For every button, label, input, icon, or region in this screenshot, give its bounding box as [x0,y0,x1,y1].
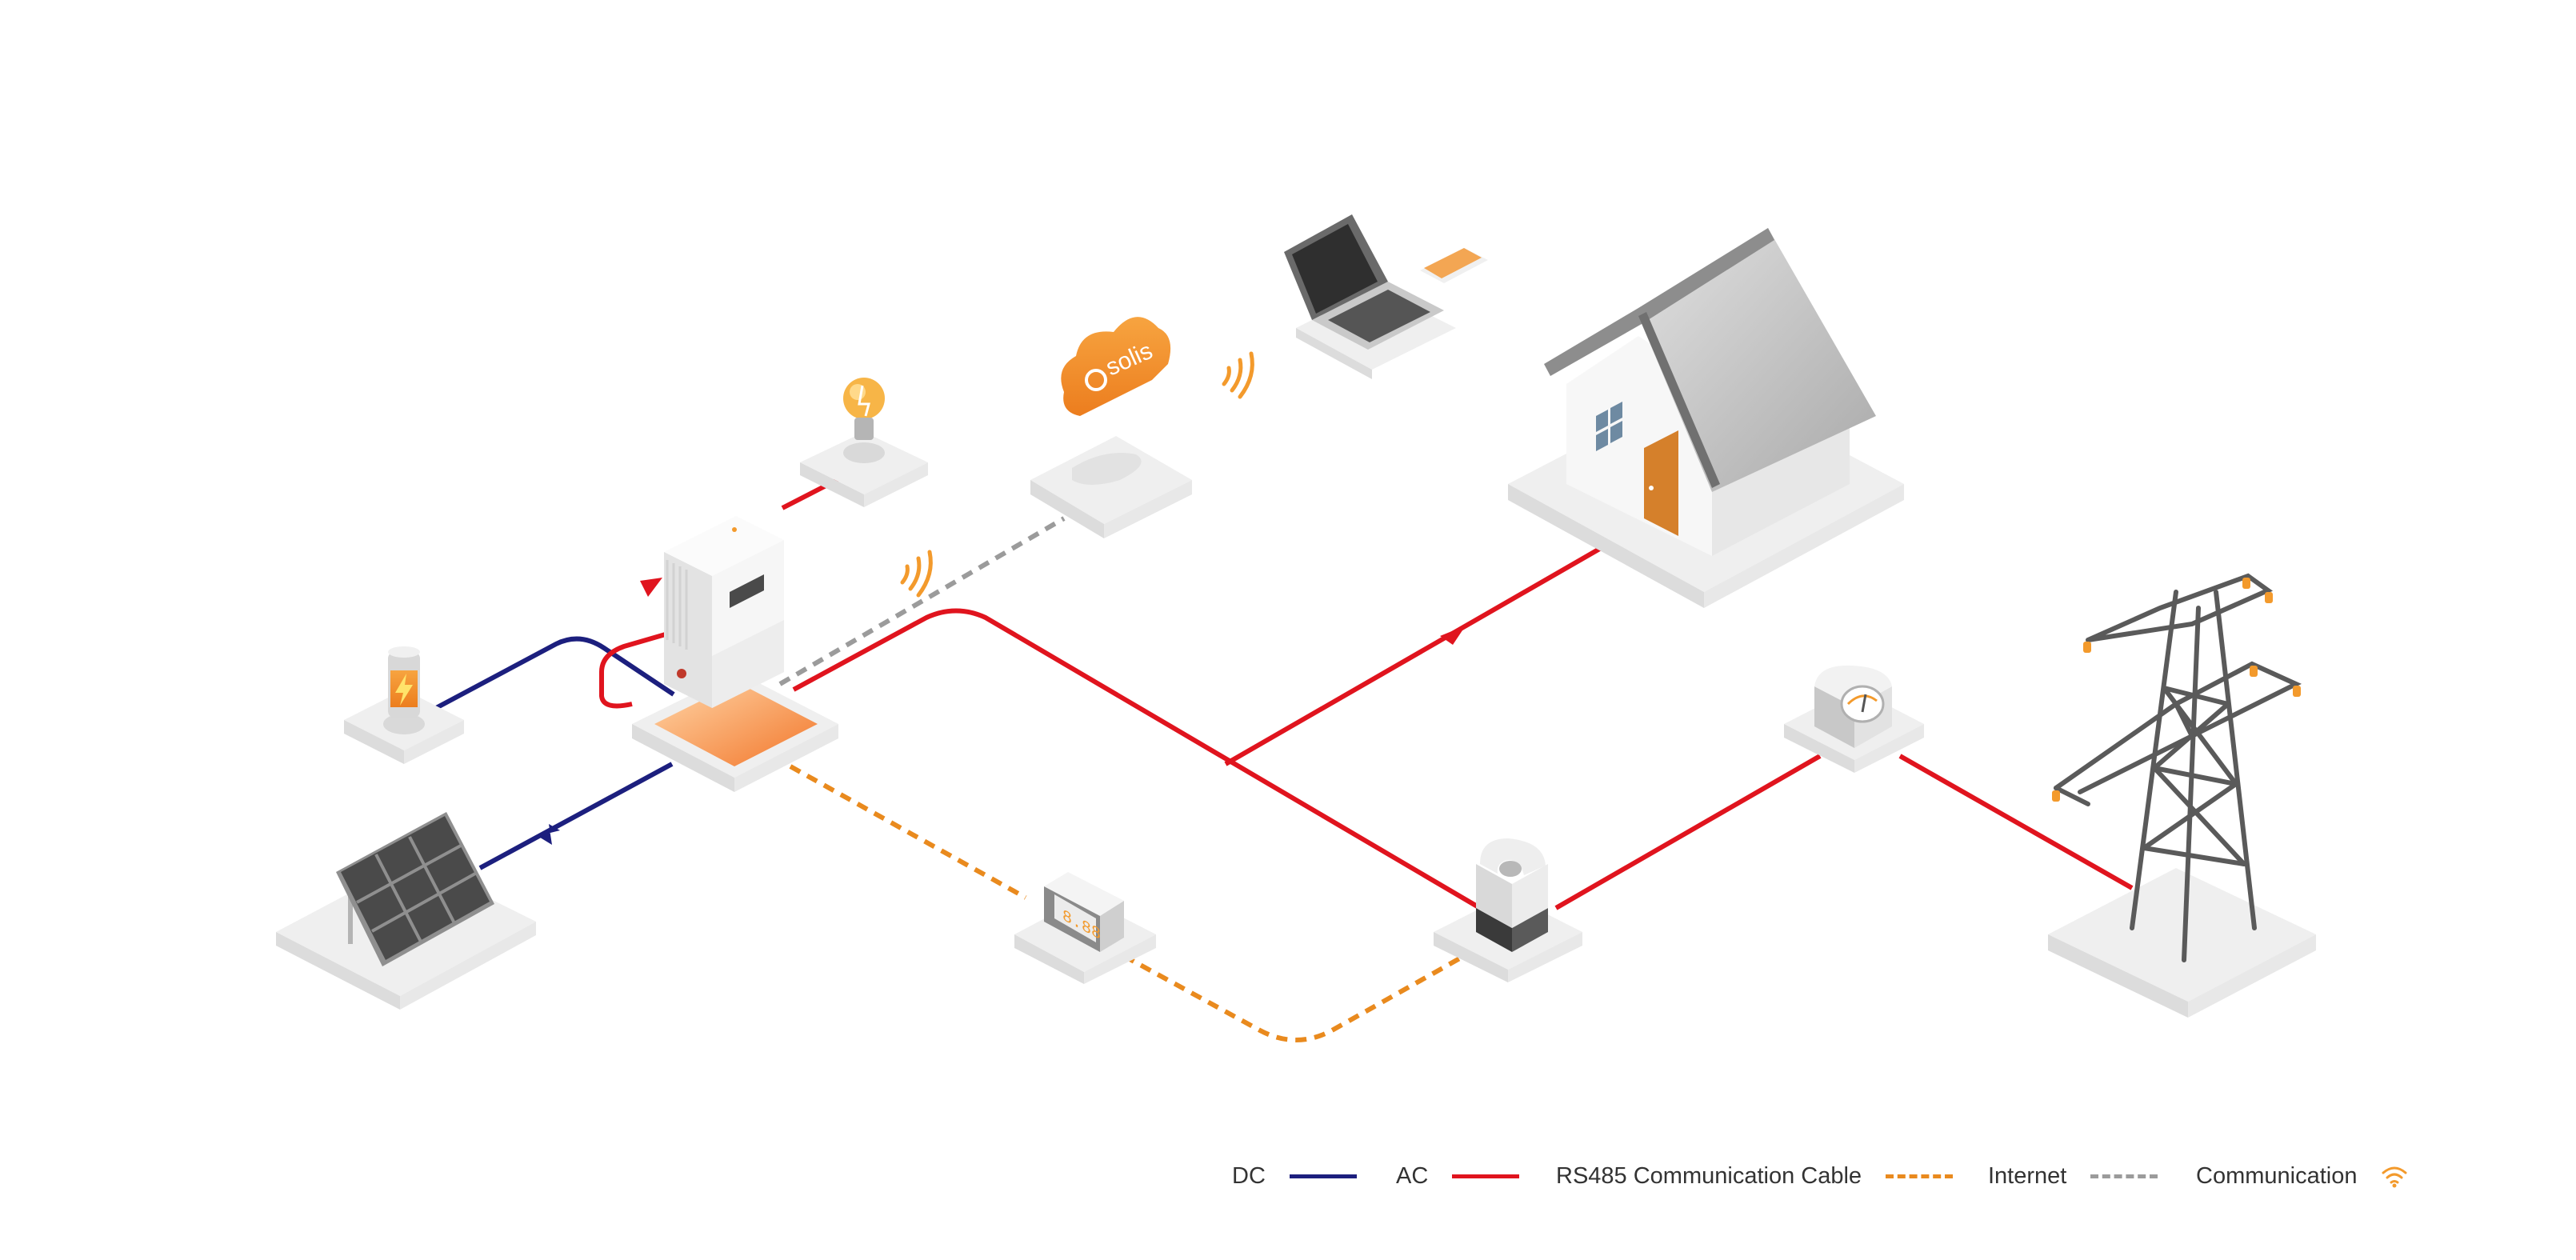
laptop-icon [1284,214,1444,350]
wifi-icon-inverter [900,550,933,598]
legend-item-rs485: RS485 Communication Cable [1556,1152,1954,1200]
cloud: solis [1030,317,1192,538]
light-bulb [800,378,928,507]
ac-arrow-house [1440,626,1466,645]
battery [344,646,464,764]
legend: DC AC RS485 Communication Cable Internet… [0,1152,2576,1200]
legend-item-dc: DC [1232,1152,1357,1200]
battery-icon [388,646,420,718]
dc-line-solar [478,762,674,870]
legend-item-ac: AC [1396,1152,1520,1200]
legend-swatch-ac [1452,1174,1520,1178]
legend-swatch-dc [1289,1174,1357,1178]
door-icon [1644,430,1678,536]
laptop [1284,214,1488,379]
legend-item-internet: Internet [1988,1152,2158,1200]
pylon-icon [2054,573,2302,962]
phone-icon [1420,248,1488,283]
ac-line-main [792,608,1482,910]
cloud-icon: solis [1061,317,1171,416]
pylon-platform [2048,868,2316,1002]
dc-line-battery [434,636,675,710]
legend-label-dc: DC [1232,1162,1266,1189]
house [1508,228,1904,608]
wifi-icon [2382,1166,2407,1188]
insulator-icons [2052,578,2301,802]
solar-panel-icon [336,812,494,966]
legend-label-ac: AC [1396,1162,1429,1189]
legend-item-communication: Communication [2196,1152,2408,1200]
ac-line-grid [1898,754,2134,890]
legend-swatch-internet [2090,1174,2158,1178]
grid-meter-icon [1814,665,1892,748]
dc-arrow [538,824,560,845]
ct-clamp-icon [1476,838,1548,952]
grid-meter [1784,665,1924,773]
ac-line-meter [1554,754,1822,910]
window-icon [1596,402,1622,451]
ac-line-house [1224,542,1610,766]
ac-arrow-load [640,578,662,597]
solar-panel [276,812,536,1010]
legend-label-communication: Communication [2196,1162,2358,1189]
pylon [2048,573,2316,1018]
smart-meter: 8.88 [1014,872,1156,984]
inverter [632,516,838,792]
inverter-glow [654,682,818,766]
legend-label-internet: Internet [1988,1162,2067,1189]
legend-label-rs485: RS485 Communication Cable [1556,1162,1862,1189]
inverter-icon [664,516,784,708]
rs485-line [789,764,1466,1042]
house-icon [1544,228,1876,556]
ct-clamp [1434,838,1582,982]
legend-swatch-rs485 [1886,1174,1954,1178]
connections [434,476,2134,1042]
ac-line-to-load [599,630,674,709]
wifi-icon-cloud [1222,351,1254,399]
light-bulb-icon [843,378,885,440]
internet-line [778,516,1066,686]
